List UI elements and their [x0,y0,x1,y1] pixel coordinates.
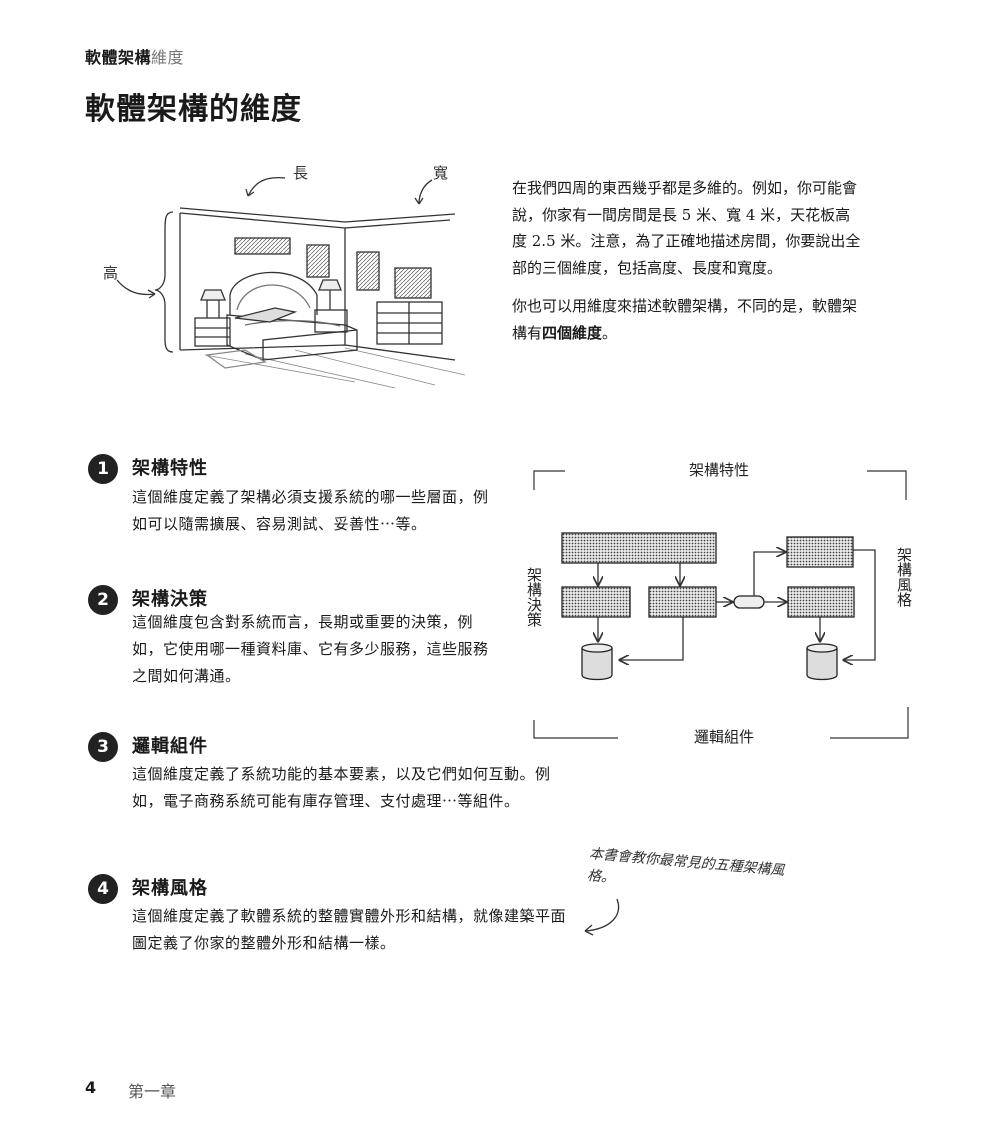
length-label: 長 [293,164,308,182]
right-component-box [787,586,855,618]
left-database-icon [581,648,613,681]
intro-paragraph-2-bold: 四個維度 [542,323,603,342]
diagram-right-label: 架構風格 [895,547,913,607]
width-label: 寬 [433,164,448,182]
dimension-4-number: 4 [88,874,118,904]
chapter-label: 第一章 [128,1082,177,1101]
intro-paragraph-2-suffix: 。 [602,323,618,342]
intro-paragraph-2: 你也可以用維度來描述軟體架構，不同的是，軟體架構有四個維度。 [512,293,862,346]
right-database-icon [806,648,838,681]
diagram-left-label: 架構決策 [525,567,543,627]
dimension-1-title: 架構特性 [132,458,208,479]
dimension-4-title: 架構風格 [132,878,208,899]
dimension-4-description: 這個維度定義了軟體系統的整體實體外形和結構，就像建築平面圖定義了你家的整體外形和… [132,907,567,952]
diagram-top-label: 架構特性 [689,461,749,479]
page-title: 軟體架構的維度 [85,92,302,127]
dimension-1-description: 這個維度定義了架構必須支援系統的哪一些層面，例如可以隨需擴展、容易測試、妥善性⋯… [132,488,489,533]
bedroom-illustration: 長 寬 高 [103,164,466,389]
running-header-strong: 軟體架構 [85,48,152,67]
intro-paragraph-1: 在我們四周的東西幾乎都是多維的。例如，你可能會說，你家有一間房間是長 5 米、寬… [512,179,861,277]
middle-component-box [648,586,717,618]
intro-text: 在我們四周的東西幾乎都是多維的。例如，你可能會說，你家有一間房間是長 5 米、寬… [512,175,862,358]
dimension-3-title: 邏輯組件 [132,736,208,757]
message-queue-icon [733,595,765,609]
dimension-2-title: 架構決策 [132,589,208,610]
left-component-box [561,586,631,618]
right-top-component-box [786,536,854,568]
height-label: 高 [103,264,118,282]
page-number: 4 [85,1078,97,1097]
architecture-dimensions-diagram: 架構特性 邏輯組件 架構決策 架構風格 [525,461,913,746]
top-component-box [561,532,717,564]
dimension-3-description: 這個維度定義了系統功能的基本要素，以及它們如何互動。例如，電子商務系統可能有庫存… [132,765,551,810]
diagram-bottom-label: 邏輯組件 [694,728,754,746]
running-header-dim: 維度 [151,48,185,67]
note-arrow-icon [584,898,620,936]
running-header: 軟體架構維度 [85,44,184,68]
component-boxes [561,532,855,618]
dimension-2-description: 這個維度包含對系統而言，長期或重要的決策，例如，它使用哪一種資料庫、它有多少服務… [132,613,489,685]
intro-paragraph-2-prefix: 你也可以用維度來描述軟體架構，不同的是，軟體架構有 [512,297,858,342]
dimension-3-number: 3 [88,732,118,762]
dimension-2-number: 2 [88,585,118,615]
dimension-1-number: 1 [88,454,118,484]
